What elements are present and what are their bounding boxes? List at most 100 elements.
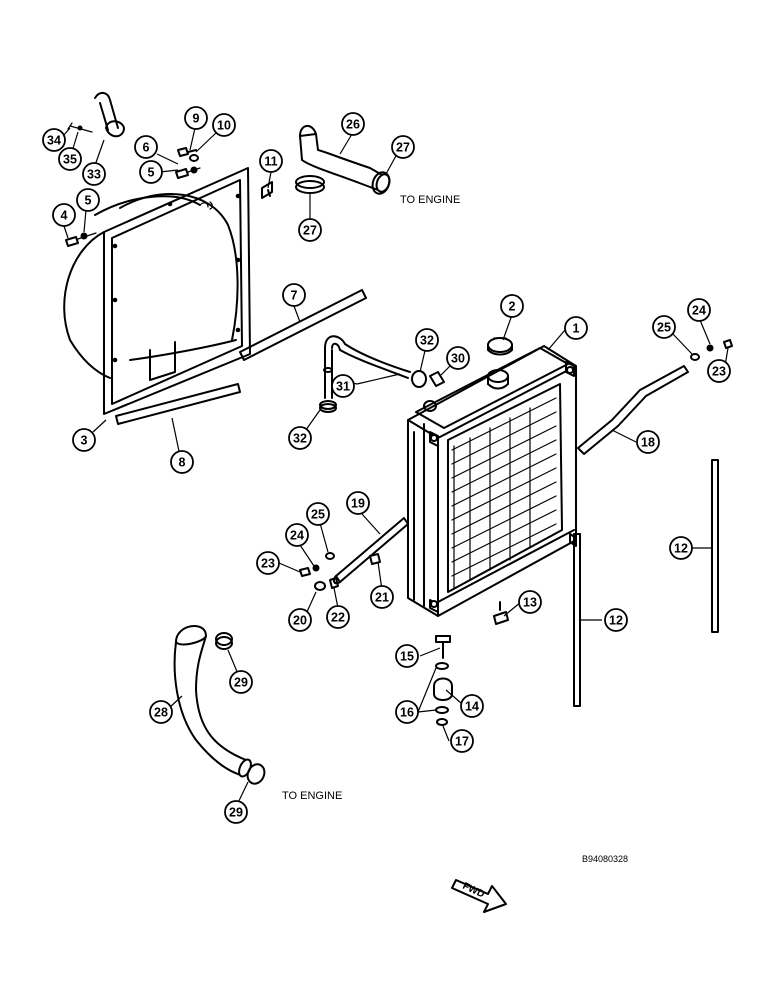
- callout-c29b: 29: [224, 800, 248, 824]
- callout-number: 19: [351, 497, 365, 511]
- callout-number: 13: [523, 596, 537, 610]
- callout-c34: 34: [42, 128, 66, 152]
- callout-circle: [256, 551, 280, 575]
- drain-valve-13: [493, 601, 509, 625]
- callout-circle: [395, 700, 419, 724]
- callout-number: 18: [641, 436, 655, 450]
- callout-c15: 15: [395, 644, 419, 668]
- callout-number: 14: [465, 700, 479, 714]
- callout-circle: [229, 670, 253, 694]
- callout-number: 15: [400, 650, 414, 664]
- callout-number: 30: [451, 352, 465, 366]
- bolt-assembly-right: [690, 339, 733, 361]
- callout-circle: [298, 218, 322, 242]
- callout-circle: [212, 113, 236, 137]
- seal-strip-12-right: [711, 459, 719, 633]
- callout-circle: [446, 346, 470, 370]
- callout-circle: [346, 491, 370, 515]
- callout-c25b: 25: [652, 315, 676, 339]
- shroud-bolt-top: [175, 166, 201, 179]
- callout-number: 11: [264, 155, 277, 169]
- to-engine-label-bottom: TO ENGINE: [282, 790, 342, 802]
- elbow-fitting-30: [429, 371, 445, 387]
- callout-number: 7: [291, 289, 298, 303]
- callout-circle: [149, 700, 173, 724]
- callout-c22: 22: [326, 605, 350, 629]
- callout-number: 21: [375, 591, 389, 605]
- callout-circle: [341, 112, 365, 136]
- callout-c29a: 29: [229, 670, 253, 694]
- callout-circle: [285, 523, 309, 547]
- callout-c12a: 12: [669, 536, 693, 560]
- callout-circle: [707, 359, 731, 383]
- forward-arrow: FWD: [451, 879, 507, 913]
- to-engine-label-top: TO ENGINE: [400, 194, 460, 206]
- callout-c18: 18: [636, 430, 660, 454]
- callout-c5b: 5: [139, 160, 163, 184]
- isolator-14: [433, 677, 453, 701]
- callout-number: 24: [692, 304, 706, 318]
- callout-circle: [604, 608, 628, 632]
- callout-circle: [669, 536, 693, 560]
- callout-c7: 7: [282, 283, 306, 307]
- callout-number: 26: [346, 118, 360, 132]
- callout-circle: [395, 644, 419, 668]
- callout-number: 16: [400, 706, 414, 720]
- seal-strip-7: [239, 289, 367, 361]
- callout-c14: 14: [460, 694, 484, 718]
- callout-c8: 8: [170, 450, 194, 474]
- callout-number: 10: [217, 119, 231, 133]
- fittings-20-25: [299, 552, 381, 591]
- callout-number: 12: [609, 614, 623, 628]
- callout-circle: [450, 729, 474, 753]
- callout-c12b: 12: [604, 608, 628, 632]
- callout-circle: [224, 800, 248, 824]
- callout-circle: [652, 315, 676, 339]
- callout-number: 22: [331, 611, 345, 625]
- hose-clamp-27b: [371, 171, 391, 195]
- seal-strip-8: [115, 383, 241, 425]
- nut-17: [436, 718, 448, 726]
- callout-circle: [370, 585, 394, 609]
- callout-c31: 31: [331, 374, 355, 398]
- callout-c19: 19: [346, 491, 370, 515]
- callout-circle: [306, 502, 330, 526]
- callout-number: 29: [229, 806, 243, 820]
- callout-c2: 2: [500, 294, 524, 318]
- callout-circle: [288, 608, 312, 632]
- callout-c30: 30: [446, 346, 470, 370]
- callout-number: 35: [63, 153, 77, 167]
- callout-circle: [391, 135, 415, 159]
- callout-number: 4: [61, 209, 68, 223]
- callout-circle: [460, 694, 484, 718]
- callout-c32b: 32: [288, 426, 312, 450]
- callout-c28: 28: [149, 700, 173, 724]
- callout-number: 24: [290, 529, 304, 543]
- washer-16: [435, 662, 449, 670]
- callout-number: 34: [47, 134, 61, 148]
- tube-clamp-32a: [411, 370, 427, 388]
- drawing-code: B94080328: [582, 854, 628, 864]
- callout-c10: 10: [212, 113, 236, 137]
- callout-number: 3: [81, 434, 88, 448]
- radiator-cap: [487, 337, 513, 356]
- washer-16b: [435, 706, 449, 714]
- callout-number: 9: [193, 112, 200, 126]
- callout-number: 2: [509, 300, 516, 314]
- drain-bolt-15: [435, 635, 451, 659]
- callout-circle: [326, 605, 350, 629]
- hose-clamp-29a: [215, 632, 233, 650]
- hose-clamp-27a: [295, 175, 325, 194]
- callout-number: 25: [657, 321, 671, 335]
- seal-strip-12-center: [573, 533, 581, 707]
- tube-19: [332, 517, 409, 585]
- callout-circle: [259, 149, 283, 173]
- callout-c33: 33: [82, 162, 106, 186]
- callout-number: 6: [143, 141, 150, 155]
- callout-c20: 20: [288, 608, 312, 632]
- callout-number: 25: [311, 508, 325, 522]
- callout-circle: [415, 328, 439, 352]
- callout-c23a: 23: [256, 551, 280, 575]
